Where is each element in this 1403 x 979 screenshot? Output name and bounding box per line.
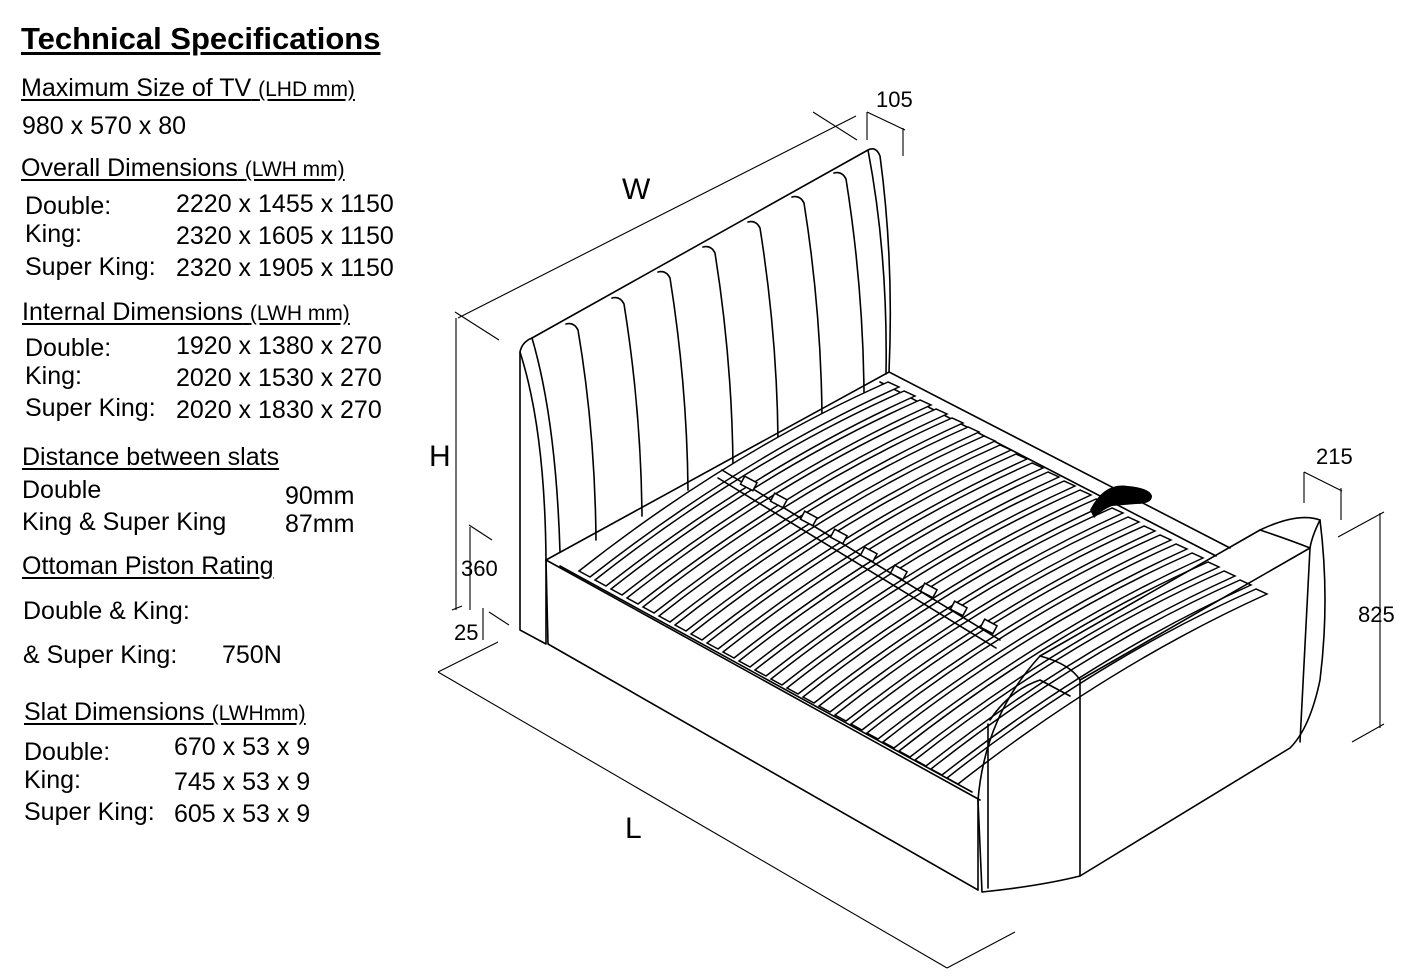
dimension-25	[482, 608, 510, 640]
slat-distance-label-double: Double	[22, 476, 102, 504]
internal-value-super-king: 2020 x 1830 x 270	[176, 396, 382, 424]
internal-value-king: 2020 x 1530 x 270	[176, 364, 382, 392]
slat	[769, 489, 1093, 686]
slat	[849, 534, 1173, 731]
slat	[609, 399, 933, 596]
slat	[817, 516, 1141, 713]
internal-heading-text: Internal Dimensions	[22, 298, 243, 326]
internal-dimensions-heading: Internal Dimensions (LWH mm)	[22, 300, 350, 325]
internal-label-king: King:	[25, 362, 82, 390]
label-l: L	[625, 812, 642, 845]
dimension-w	[454, 111, 858, 341]
overall-value-super-king: 2320 x 1905 x 1150	[176, 254, 394, 282]
piston-rating-heading: Ottoman Piston Rating	[22, 552, 274, 580]
slat	[801, 507, 1125, 704]
slat	[865, 543, 1189, 740]
slat	[673, 435, 997, 632]
dimension-215	[1303, 471, 1343, 520]
overall-label-king: King:	[25, 220, 82, 248]
tv-size-unit: (LHD mm)	[258, 78, 355, 101]
slat	[753, 480, 1077, 677]
slat	[881, 552, 1205, 749]
slat-dim-value-king: 745 x 53 x 9	[174, 768, 311, 796]
overall-unit: (LWH mm)	[244, 158, 345, 181]
slat-distance-heading: Distance between slats	[22, 443, 280, 471]
overall-value-king: 2320 x 1605 x 1150	[176, 222, 394, 250]
tv-size-value: 980 x 570 x 80	[22, 112, 187, 140]
overall-heading-text: Overall Dimensions	[21, 154, 238, 182]
internal-label-double: Double:	[25, 334, 112, 362]
label-215: 215	[1316, 444, 1353, 469]
page-title: Technical Specifications	[21, 21, 381, 56]
internal-label-super-king: Super King:	[25, 394, 156, 422]
slat	[945, 588, 1269, 785]
tv-size-heading-text: Maximum Size of TV	[21, 74, 252, 102]
slat-dimensions-unit: (LWHmm)	[211, 702, 306, 725]
dimension-825	[1337, 511, 1385, 743]
slat-dimensions-heading: Slat Dimensions (LWHmm)	[24, 700, 306, 725]
slat-dim-label-king: King:	[24, 766, 81, 794]
slat	[737, 471, 1061, 668]
internal-unit: (LWH mm)	[249, 302, 350, 325]
label-h: H	[429, 440, 451, 473]
dimension-360	[468, 524, 493, 610]
overall-label-double: Double:	[25, 192, 112, 220]
slat	[721, 462, 1045, 659]
slat-distance-value-double: 90mm	[285, 482, 355, 510]
footboard-tv-unit	[977, 516, 1326, 893]
slat	[657, 426, 981, 623]
slat	[897, 561, 1221, 758]
slat	[689, 444, 1013, 641]
label-w: W	[622, 173, 651, 206]
label-105: 105	[876, 87, 913, 112]
piston-line-2-value: 750N	[222, 641, 282, 669]
dimension-105	[866, 111, 906, 156]
slat	[593, 390, 917, 587]
slat-distance-label-king: King & Super King	[22, 508, 227, 536]
slat	[577, 381, 901, 578]
slat-dim-label-double: Double:	[24, 738, 111, 766]
overall-label-super-king: Super King:	[25, 253, 156, 281]
headboard	[519, 148, 892, 645]
overall-value-double: 2220 x 1455 x 1150	[176, 190, 394, 218]
slats	[577, 381, 1269, 785]
label-360: 360	[461, 556, 498, 581]
slat	[641, 417, 965, 614]
piston-line-2-label: & Super King:	[23, 641, 178, 669]
lift-handle-icon	[1090, 485, 1152, 518]
piston-line-1: Double & King:	[23, 597, 190, 625]
slat-centre-rail	[717, 469, 1001, 649]
slat	[705, 453, 1029, 650]
slat	[833, 525, 1157, 722]
dimension-h	[451, 318, 463, 611]
label-25: 25	[454, 620, 478, 645]
slat	[625, 408, 949, 605]
dimension-l	[437, 641, 1016, 969]
label-825: 825	[1358, 602, 1395, 627]
internal-value-double: 1920 x 1380 x 270	[176, 332, 382, 360]
slat-dim-label-super-king: Super King:	[24, 798, 155, 826]
slat-distance-value-king: 87mm	[285, 510, 355, 538]
tv-size-heading: Maximum Size of TV (LHD mm)	[21, 76, 355, 101]
slat-dim-value-super-king: 605 x 53 x 9	[174, 800, 311, 828]
overall-dimensions-heading: Overall Dimensions (LWH mm)	[21, 156, 345, 181]
slat-dimensions-heading-text: Slat Dimensions	[24, 698, 205, 726]
slat-dim-value-double: 670 x 53 x 9	[174, 733, 311, 761]
